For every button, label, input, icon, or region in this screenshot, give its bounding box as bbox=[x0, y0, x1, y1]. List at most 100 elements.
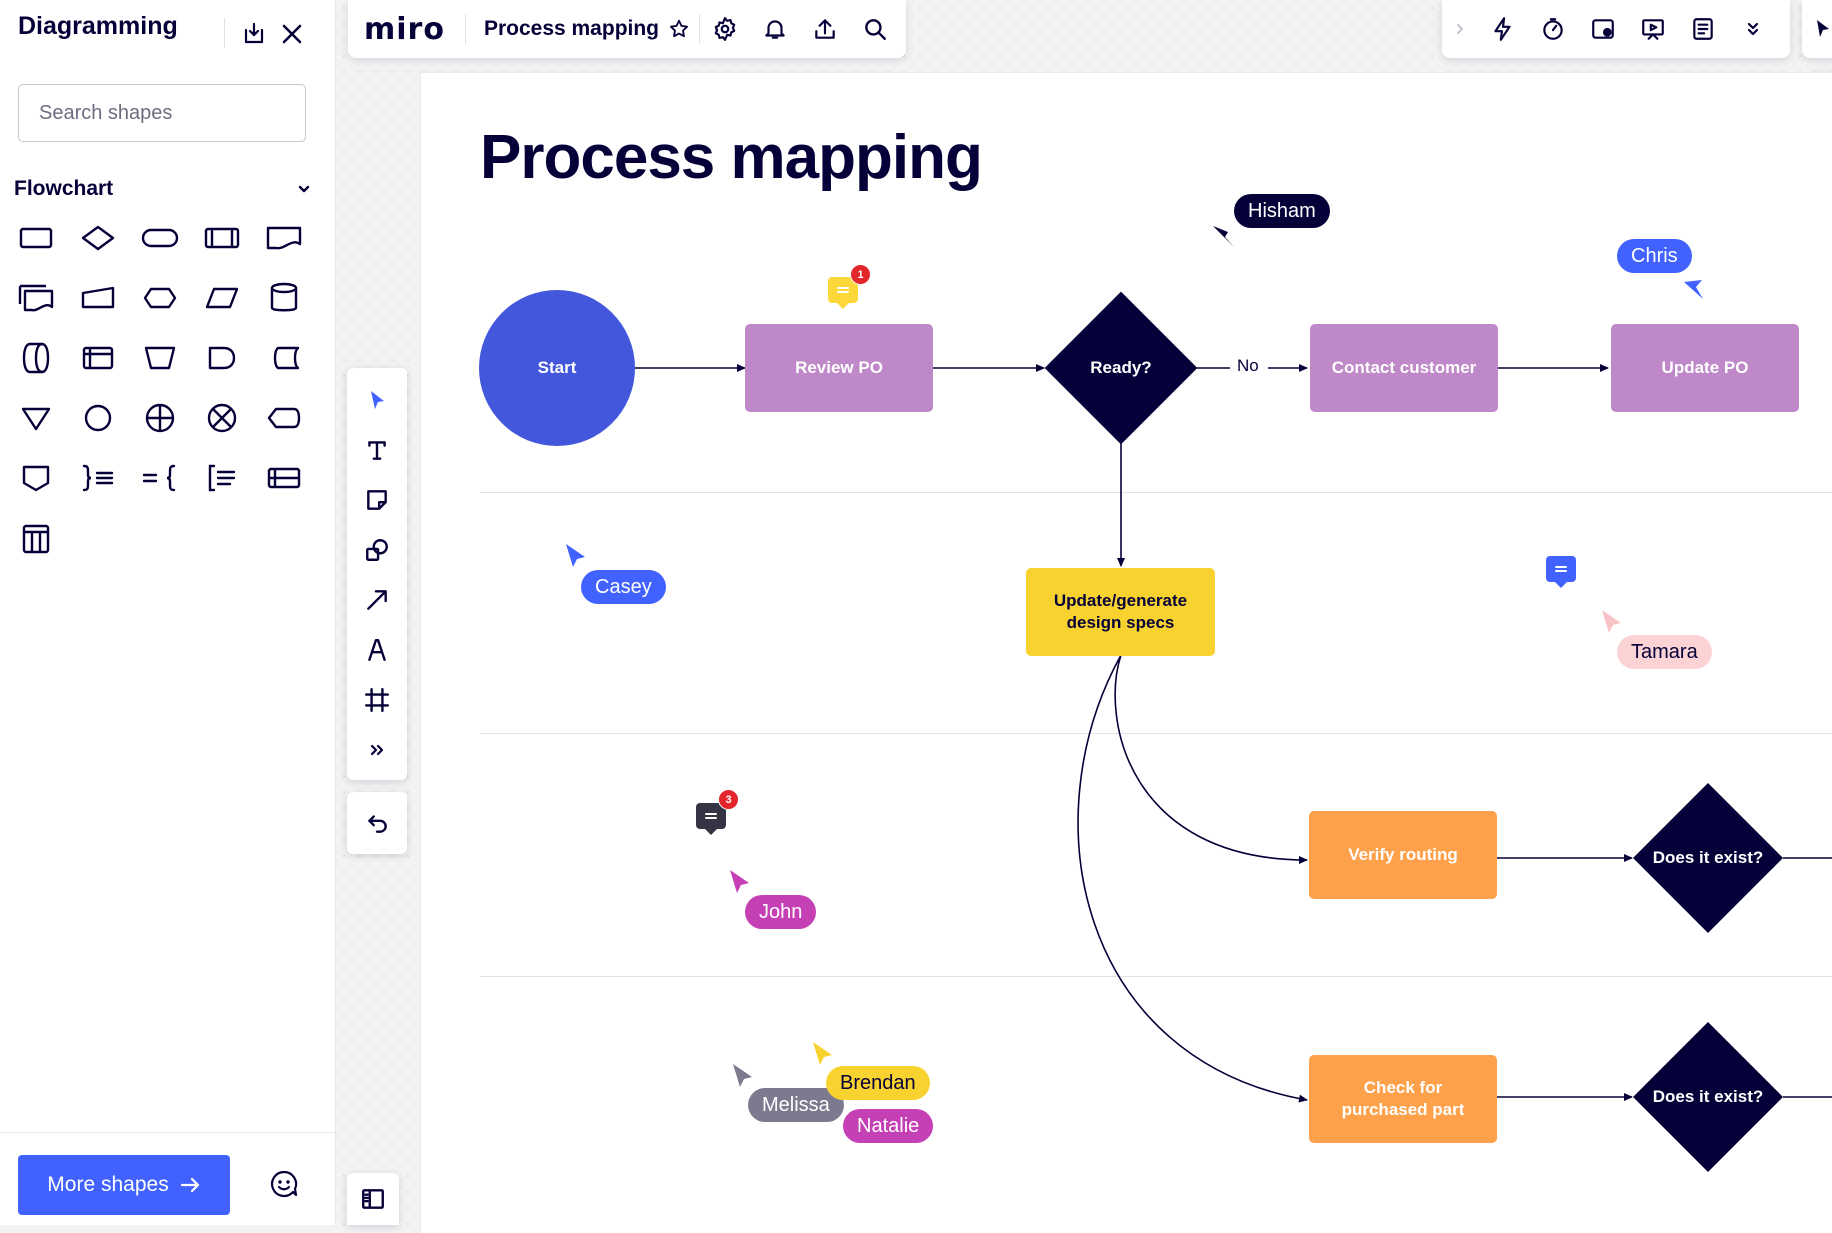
multi-document-shape-icon[interactable] bbox=[10, 272, 62, 324]
rectangle-shape-icon[interactable] bbox=[10, 212, 62, 264]
category-label: Flowchart bbox=[14, 177, 114, 200]
cursor-arrow-icon bbox=[733, 1064, 752, 1087]
chevron-right-icon[interactable] bbox=[1442, 0, 1478, 58]
direct-access-storage-shape-icon[interactable] bbox=[10, 332, 62, 384]
shapes-tool-icon[interactable] bbox=[352, 527, 402, 573]
table-shape-icon[interactable] bbox=[10, 512, 62, 564]
ready-decision-label: Ready? bbox=[1090, 358, 1152, 377]
share-upload-icon[interactable] bbox=[800, 0, 850, 58]
board-title[interactable]: Process mapping bbox=[483, 17, 660, 40]
exists-decision-label-1: Does it exist? bbox=[1652, 848, 1764, 867]
swimlane-divider bbox=[480, 733, 1832, 734]
timer-icon[interactable] bbox=[1528, 0, 1578, 58]
search-icon[interactable] bbox=[850, 0, 900, 58]
diagramming-panel: Diagramming Flowchart bbox=[0, 0, 336, 1225]
board-heading[interactable]: Process mapping bbox=[480, 123, 983, 192]
chevron-down-icon bbox=[298, 185, 310, 193]
more-tools-icon[interactable] bbox=[352, 727, 402, 773]
annotation-left-shape-icon[interactable] bbox=[134, 452, 186, 504]
terminator-shape-icon[interactable] bbox=[134, 212, 186, 264]
comment-icon[interactable] bbox=[1546, 556, 1576, 582]
feedback-smiley-icon[interactable] bbox=[264, 1164, 304, 1204]
comment-tail bbox=[1554, 581, 1568, 588]
panel-title: Diagramming bbox=[18, 12, 178, 40]
off-page-connector-shape-icon[interactable] bbox=[10, 452, 62, 504]
delay-shape-icon[interactable] bbox=[196, 332, 248, 384]
collaboration-topbar bbox=[1442, 0, 1790, 58]
frame-tool-icon[interactable] bbox=[352, 677, 402, 723]
settings-gear-icon[interactable] bbox=[700, 0, 750, 58]
bell-icon[interactable] bbox=[750, 0, 800, 58]
diamond-shape-icon[interactable] bbox=[72, 212, 124, 264]
edge-label-no[interactable]: No bbox=[1233, 356, 1263, 376]
creation-toolbar bbox=[347, 368, 407, 780]
sticky-note-icon[interactable] bbox=[352, 477, 402, 523]
data-shape-icon[interactable] bbox=[196, 272, 248, 324]
more-shapes-label: More shapes bbox=[47, 1173, 169, 1196]
search-shapes-input[interactable] bbox=[18, 84, 306, 142]
verify-routing-node[interactable]: Verify routing bbox=[1309, 811, 1497, 899]
undo-button[interactable] bbox=[347, 792, 407, 854]
sidebar-toggle-button[interactable] bbox=[347, 1173, 399, 1225]
cursor-arrow-icon bbox=[730, 870, 749, 893]
cursor-arrow-icon bbox=[813, 1042, 832, 1065]
database-shape-icon[interactable] bbox=[258, 272, 310, 324]
video-call-icon[interactable] bbox=[1578, 0, 1628, 58]
display-shape-icon[interactable] bbox=[258, 392, 310, 444]
comment-tail bbox=[836, 302, 850, 309]
cursor-label-melissa: Melissa bbox=[748, 1088, 844, 1122]
review-po-node[interactable]: Review PO bbox=[745, 324, 933, 412]
connection-line-icon[interactable] bbox=[352, 577, 402, 623]
cursor-arrow-icon bbox=[1602, 610, 1621, 633]
manual-input-shape-icon[interactable] bbox=[72, 272, 124, 324]
double-chevron-down-icon[interactable] bbox=[1728, 0, 1778, 58]
annotation-shape-icon[interactable] bbox=[196, 452, 248, 504]
star-icon[interactable] bbox=[659, 0, 699, 58]
manual-operation-shape-icon[interactable] bbox=[134, 332, 186, 384]
start-node[interactable]: Start bbox=[479, 290, 635, 446]
swimlane-divider bbox=[480, 492, 1832, 493]
swimlane-divider bbox=[480, 976, 1832, 977]
merge-shape-icon[interactable] bbox=[10, 392, 62, 444]
cursor-label-casey: Casey bbox=[581, 570, 666, 604]
text-tool-icon[interactable] bbox=[352, 427, 402, 473]
cursor-label-chris: Chris bbox=[1617, 239, 1692, 273]
cursor-label-brendan: Brendan bbox=[826, 1066, 930, 1100]
cursor-arrow-icon bbox=[566, 544, 585, 567]
predefined-process-shape-icon[interactable] bbox=[196, 212, 248, 264]
cursor-arrow-icon bbox=[1684, 280, 1703, 299]
select-cursor-icon[interactable] bbox=[352, 377, 402, 423]
lightning-icon[interactable] bbox=[1478, 0, 1528, 58]
download-icon[interactable] bbox=[236, 16, 272, 52]
arrow-right-icon bbox=[180, 1177, 199, 1193]
preparation-shape-icon[interactable] bbox=[134, 272, 186, 324]
document-shape-icon[interactable] bbox=[258, 212, 310, 264]
or-shape-icon[interactable] bbox=[134, 392, 186, 444]
presentation-icon[interactable] bbox=[1628, 0, 1678, 58]
exists-decision-node-2[interactable]: Does it exist? bbox=[1633, 1022, 1783, 1172]
connector-shape-icon[interactable] bbox=[72, 392, 124, 444]
comment-tail bbox=[704, 828, 718, 835]
board-topbar: miro Process mapping bbox=[348, 0, 906, 58]
check-purchased-part-node[interactable]: Check for purchased part bbox=[1309, 1055, 1497, 1143]
exists-decision-node-1[interactable]: Does it exist? bbox=[1633, 783, 1783, 933]
more-shapes-button[interactable]: More shapes bbox=[18, 1155, 230, 1215]
notes-list-icon[interactable] bbox=[1678, 0, 1728, 58]
cursor-label-john: John bbox=[745, 895, 817, 929]
divider bbox=[699, 14, 701, 44]
internal-storage-alt-shape-icon[interactable] bbox=[258, 452, 310, 504]
close-icon[interactable] bbox=[274, 16, 310, 52]
update-po-node[interactable]: Update PO bbox=[1611, 324, 1799, 412]
summing-junction-shape-icon[interactable] bbox=[196, 392, 248, 444]
collaborator-cursor-toggle[interactable] bbox=[1802, 0, 1832, 58]
contact-customer-node[interactable]: Contact customer bbox=[1310, 324, 1498, 412]
miro-logo[interactable]: miro bbox=[364, 11, 445, 47]
flowchart-category-toggle[interactable]: Flowchart bbox=[14, 176, 312, 202]
internal-storage-shape-icon[interactable] bbox=[72, 332, 124, 384]
sidebar-panel-icon bbox=[362, 1189, 384, 1209]
pen-tool-icon[interactable] bbox=[352, 627, 402, 673]
annotation-right-shape-icon[interactable] bbox=[72, 452, 124, 504]
update-design-specs-node[interactable]: Update/generate design specs bbox=[1026, 568, 1215, 656]
stored-data-shape-icon[interactable] bbox=[258, 332, 310, 384]
ready-decision-node[interactable]: Ready? bbox=[1044, 291, 1198, 445]
